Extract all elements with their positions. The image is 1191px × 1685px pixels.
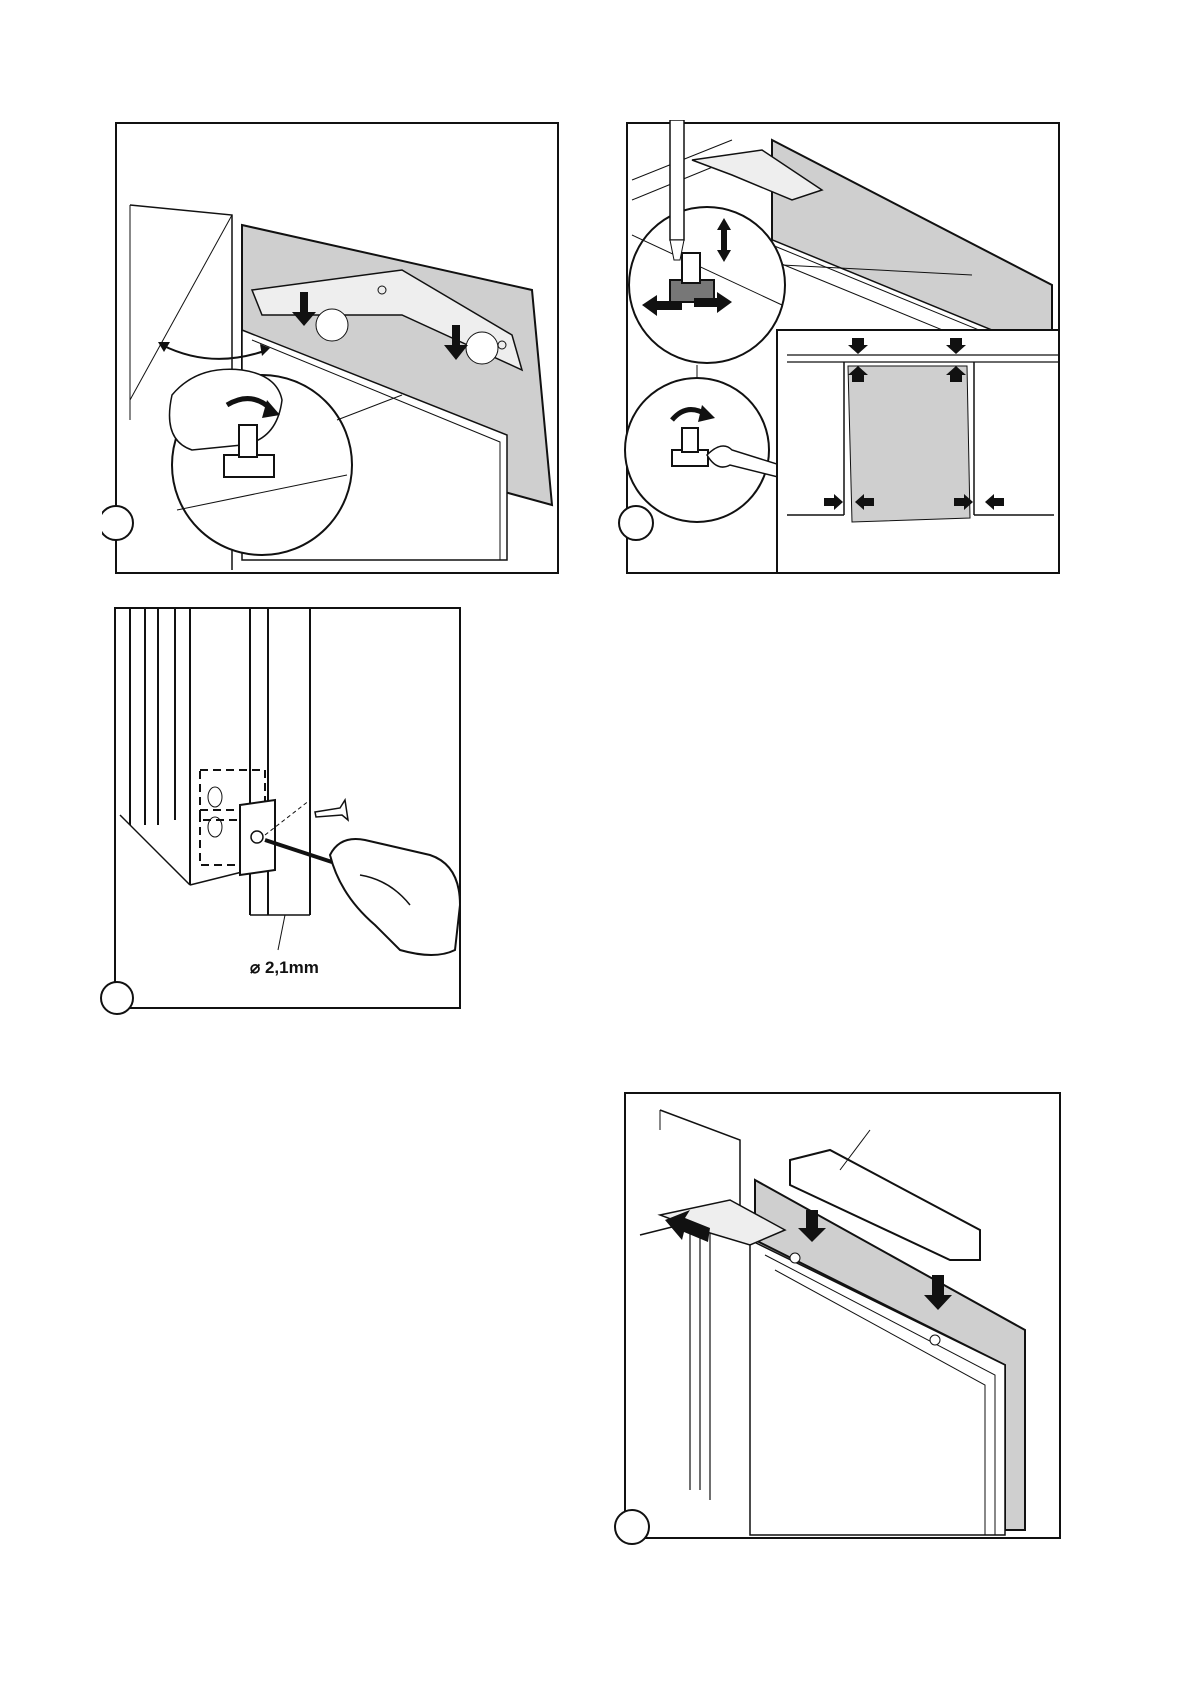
step-number-badge bbox=[615, 1510, 649, 1544]
drill-diameter-label: ⌀ 2,1mm bbox=[250, 958, 319, 977]
callout-2 bbox=[466, 332, 498, 364]
figure-hinge-cover bbox=[610, 1090, 1070, 1550]
bracket bbox=[240, 800, 275, 875]
figure-hinge-adjust bbox=[102, 120, 562, 585]
step-number-badge bbox=[102, 506, 133, 540]
figure-drill-bracket: ⌀ 2,1mm bbox=[100, 605, 465, 1020]
callout-1 bbox=[316, 309, 348, 341]
step-number-badge bbox=[101, 982, 133, 1014]
screwdriver bbox=[670, 120, 684, 240]
figure-door-alignment bbox=[612, 120, 1072, 585]
step-number-badge bbox=[619, 506, 653, 540]
